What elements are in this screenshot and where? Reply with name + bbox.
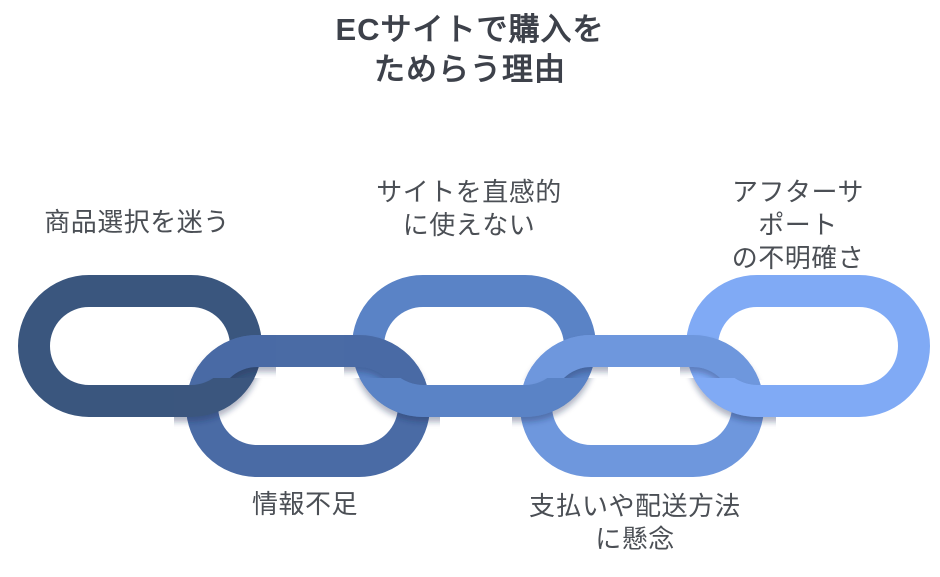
chain-label-5: アフターサポート の不明確さ [731,177,865,273]
page-title: ECサイトで購入を ためらう理由 [335,12,605,87]
chain-label-2: 情報不足 [251,489,359,519]
chain-label-4: 支払いや配送方法 に懸念 [528,491,742,554]
chain-label-1: 商品選択を迷う [44,207,230,237]
chain-label-3: サイトを直感的 に使えない [376,177,562,240]
